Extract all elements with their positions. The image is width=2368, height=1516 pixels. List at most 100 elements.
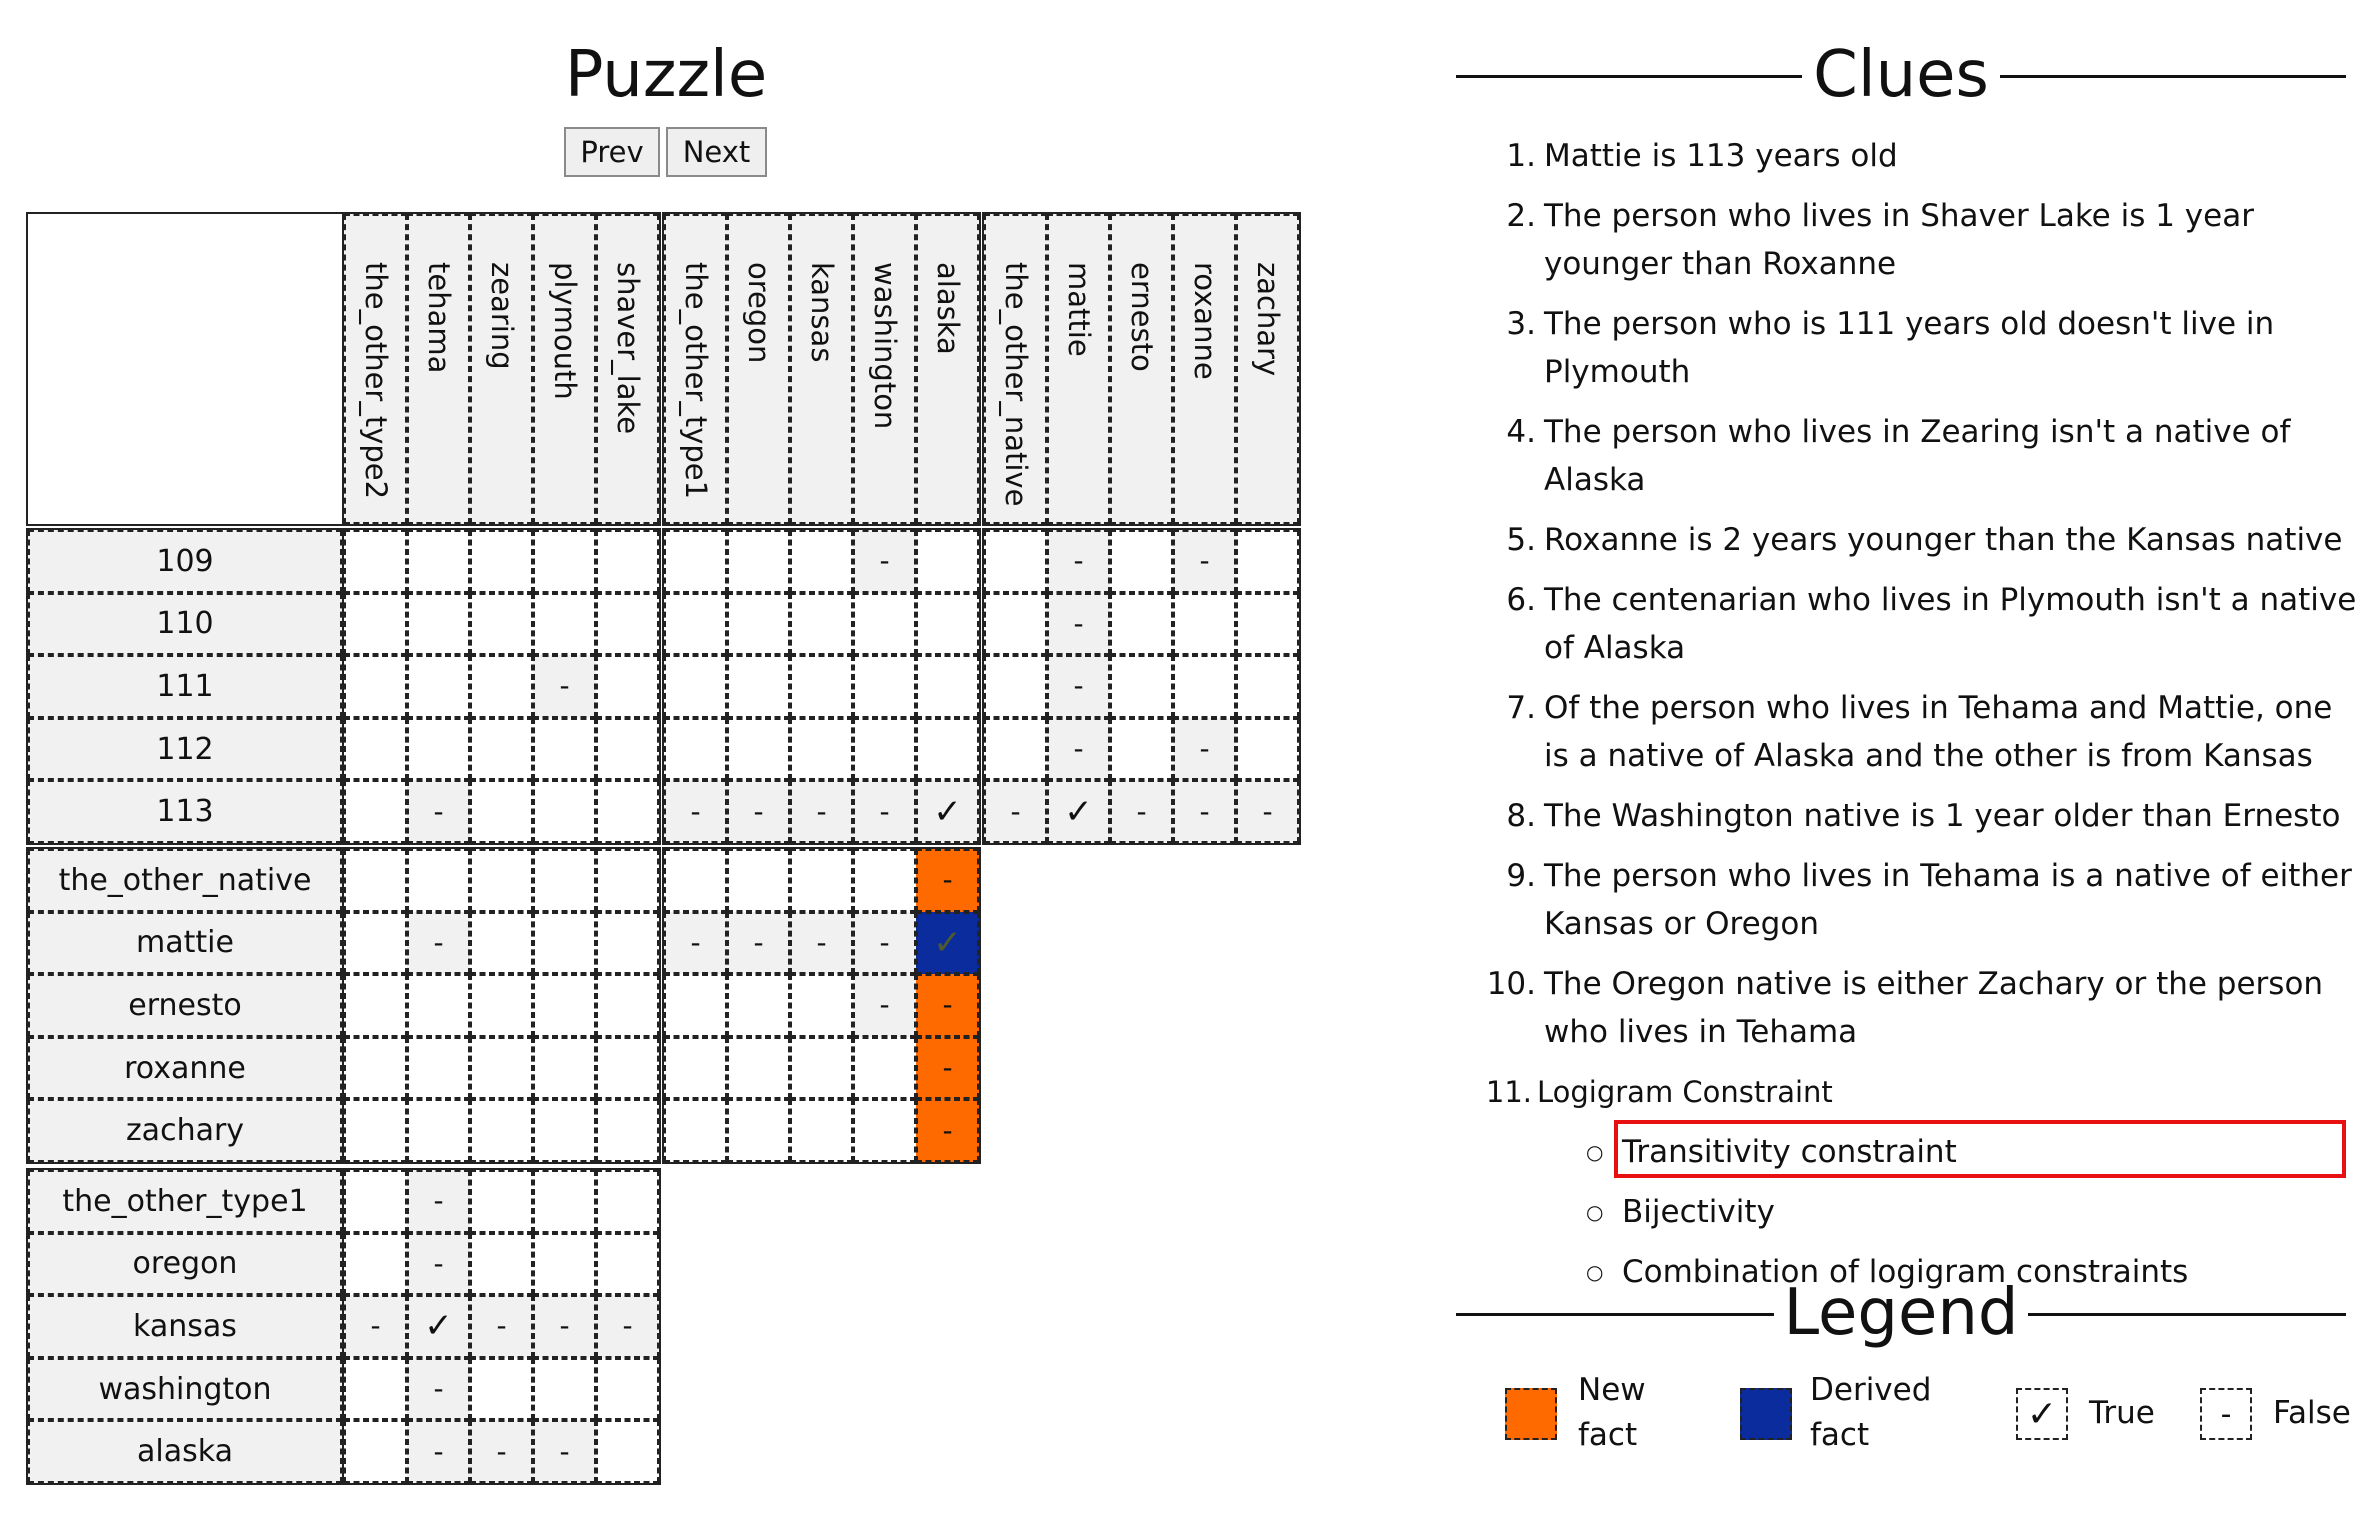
grid-cell[interactable]: [790, 655, 853, 718]
grid-cell[interactable]: [344, 1357, 407, 1421]
grid-cell[interactable]: [664, 849, 727, 912]
grid-cell[interactable]: [596, 911, 659, 975]
grid-cell[interactable]: -: [407, 1420, 470, 1483]
grid-cell[interactable]: [1110, 717, 1173, 781]
grid-cell[interactable]: -: [916, 974, 979, 1037]
grid-cell[interactable]: [533, 1232, 596, 1296]
grid-cell[interactable]: -: [533, 655, 596, 718]
grid-cell[interactable]: -: [407, 1170, 470, 1233]
grid-cell[interactable]: -: [1047, 717, 1110, 781]
grid-cell[interactable]: [344, 717, 407, 781]
grid-cell[interactable]: -: [470, 1420, 533, 1483]
grid-cell[interactable]: -: [853, 974, 916, 1037]
grid-cell[interactable]: [533, 911, 596, 975]
grid-cell[interactable]: [1236, 655, 1299, 718]
grid-cell[interactable]: [596, 780, 659, 843]
grid-cell[interactable]: [984, 717, 1047, 781]
grid-cell[interactable]: [533, 780, 596, 843]
grid-cell[interactable]: -: [533, 1295, 596, 1358]
grid-cell[interactable]: -: [853, 530, 916, 593]
grid-cell[interactable]: -: [1173, 780, 1236, 843]
grid-cell[interactable]: [916, 530, 979, 593]
grid-cell[interactable]: -: [1047, 592, 1110, 656]
grid-cell[interactable]: -: [1047, 655, 1110, 718]
grid-cell[interactable]: -: [1173, 530, 1236, 593]
grid-cell[interactable]: [407, 849, 470, 912]
grid-cell[interactable]: [916, 655, 979, 718]
grid-cell[interactable]: [596, 1420, 659, 1483]
grid-cell[interactable]: [790, 1099, 853, 1162]
grid-cell[interactable]: [344, 974, 407, 1037]
grid-cell[interactable]: [470, 1232, 533, 1296]
grid-cell[interactable]: [407, 655, 470, 718]
grid-cell[interactable]: [470, 1357, 533, 1421]
grid-cell[interactable]: [470, 1170, 533, 1233]
grid-cell[interactable]: [727, 530, 790, 593]
grid-cell[interactable]: [1110, 530, 1173, 593]
grid-cell[interactable]: [596, 717, 659, 781]
grid-cell[interactable]: [853, 1036, 916, 1100]
grid-cell[interactable]: [790, 592, 853, 656]
grid-cell[interactable]: [790, 1036, 853, 1100]
grid-cell[interactable]: -: [853, 780, 916, 843]
grid-cell[interactable]: [664, 655, 727, 718]
grid-cell[interactable]: [727, 1036, 790, 1100]
grid-cell[interactable]: [727, 1099, 790, 1162]
grid-cell[interactable]: [790, 974, 853, 1037]
grid-cell[interactable]: [407, 974, 470, 1037]
grid-cell[interactable]: [596, 1357, 659, 1421]
grid-cell[interactable]: [533, 974, 596, 1037]
grid-cell[interactable]: [470, 974, 533, 1037]
grid-cell[interactable]: [1173, 592, 1236, 656]
grid-cell[interactable]: ✓: [916, 911, 979, 975]
grid-cell[interactable]: [727, 849, 790, 912]
grid-cell[interactable]: [596, 1232, 659, 1296]
grid-cell[interactable]: [344, 655, 407, 718]
grid-cell[interactable]: [664, 530, 727, 593]
grid-cell[interactable]: [470, 717, 533, 781]
grid-cell[interactable]: [727, 592, 790, 656]
grid-cell[interactable]: [470, 592, 533, 656]
grid-cell[interactable]: [407, 717, 470, 781]
grid-cell[interactable]: -: [1047, 530, 1110, 593]
grid-cell[interactable]: [664, 974, 727, 1037]
grid-cell[interactable]: -: [790, 780, 853, 843]
grid-cell[interactable]: [1110, 592, 1173, 656]
grid-cell[interactable]: ✓: [916, 780, 979, 843]
grid-cell[interactable]: -: [984, 780, 1047, 843]
grid-cell[interactable]: ✓: [407, 1295, 470, 1358]
grid-cell[interactable]: [533, 1099, 596, 1162]
next-button[interactable]: Next: [666, 127, 767, 177]
grid-cell[interactable]: -: [407, 1357, 470, 1421]
grid-cell[interactable]: -: [1173, 717, 1236, 781]
grid-cell[interactable]: -: [916, 1099, 979, 1162]
grid-cell[interactable]: [533, 717, 596, 781]
grid-cell[interactable]: [344, 592, 407, 656]
grid-cell[interactable]: [344, 530, 407, 593]
grid-cell[interactable]: [407, 530, 470, 593]
grid-cell[interactable]: [984, 655, 1047, 718]
grid-cell[interactable]: [344, 1036, 407, 1100]
grid-cell[interactable]: [790, 849, 853, 912]
grid-cell[interactable]: [790, 530, 853, 593]
grid-cell[interactable]: [533, 1036, 596, 1100]
grid-cell[interactable]: [853, 1099, 916, 1162]
grid-cell[interactable]: [916, 717, 979, 781]
grid-cell[interactable]: [664, 592, 727, 656]
grid-cell[interactable]: [596, 592, 659, 656]
grid-cell[interactable]: -: [916, 1036, 979, 1100]
grid-cell[interactable]: [1236, 592, 1299, 656]
grid-cell[interactable]: [984, 530, 1047, 593]
grid-cell[interactable]: [1173, 655, 1236, 718]
prev-button[interactable]: Prev: [564, 127, 660, 177]
grid-cell[interactable]: [470, 780, 533, 843]
grid-cell[interactable]: [664, 717, 727, 781]
grid-cell[interactable]: [984, 592, 1047, 656]
grid-cell[interactable]: -: [344, 1295, 407, 1358]
grid-cell[interactable]: [470, 655, 533, 718]
grid-cell[interactable]: [596, 849, 659, 912]
grid-cell[interactable]: [664, 1099, 727, 1162]
grid-cell[interactable]: [344, 849, 407, 912]
grid-cell[interactable]: [344, 1099, 407, 1162]
grid-cell[interactable]: -: [470, 1295, 533, 1358]
